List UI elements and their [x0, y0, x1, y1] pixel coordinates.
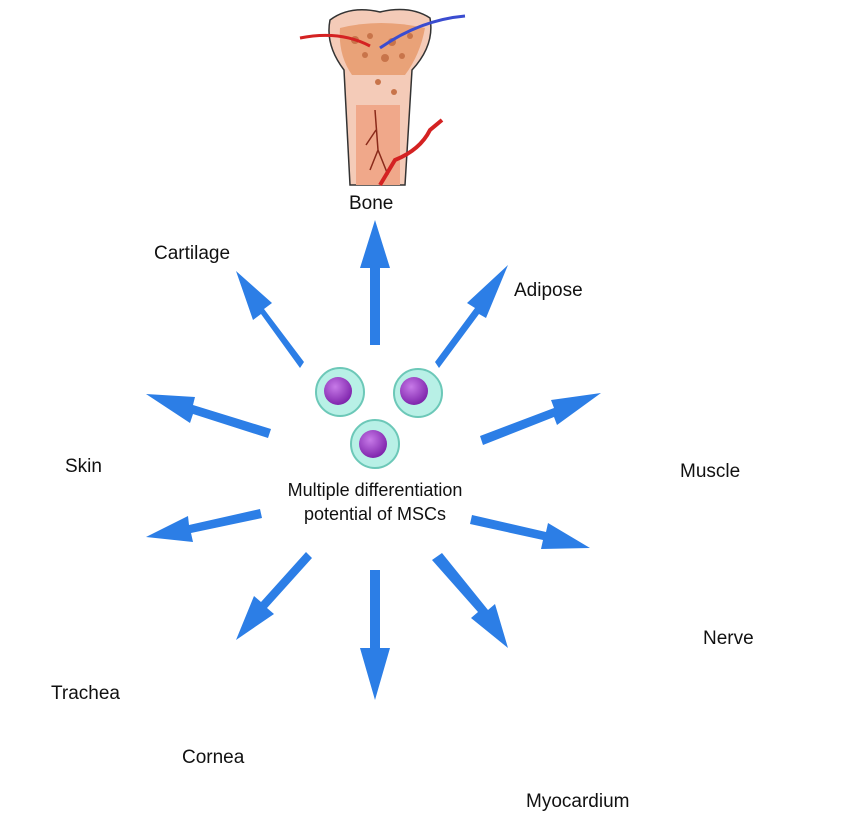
arrows [146, 220, 601, 700]
msc-cells [315, 367, 443, 469]
arrow-to-adipose [435, 265, 508, 368]
label-myocardium: Myocardium [526, 791, 630, 812]
msc-cell-left [315, 367, 365, 417]
arrow-to-myocardium [432, 553, 508, 648]
arrow-to-cartilage [236, 271, 304, 368]
label-adipose: Adipose [514, 280, 583, 301]
label-trachea: Trachea [51, 683, 120, 704]
arrow-to-liver [360, 570, 390, 700]
arrow-to-cornea [236, 552, 312, 640]
msc-cell-bottom [350, 419, 400, 469]
label-muscle: Muscle [680, 461, 741, 482]
label-skin: Skin [65, 456, 102, 477]
center-label: Multiple differentiation potential of MS… [250, 478, 500, 526]
label-nerve: Nerve [703, 628, 754, 649]
arrow-to-bone [360, 220, 390, 345]
arrow-to-muscle [480, 393, 601, 445]
arrow-to-trachea [146, 509, 262, 542]
label-cartilage: Cartilage [154, 243, 231, 264]
bone-illustration [299, 8, 466, 187]
msc-cell-right [393, 368, 443, 418]
center-label-line1: Multiple differentiation [287, 480, 463, 500]
arrow-to-nerve [470, 515, 590, 549]
center-label-line2: potential of MSCs [303, 504, 447, 524]
label-cornea: Cornea [182, 747, 245, 768]
label-bone: Bone [349, 193, 394, 214]
arrow-to-skin [146, 394, 271, 438]
